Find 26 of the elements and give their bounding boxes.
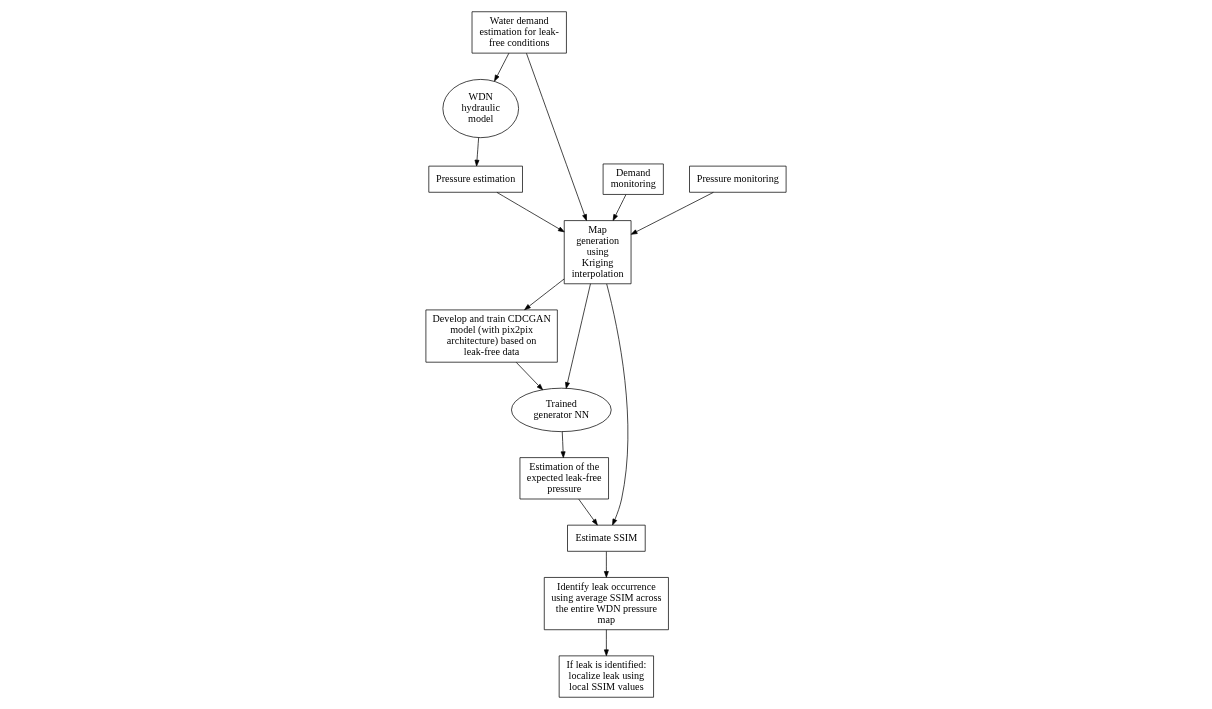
arrow: [526, 52, 587, 221]
arrow: [515, 361, 544, 391]
arrow: [494, 52, 510, 82]
arrow: [496, 192, 565, 233]
arrow: [578, 498, 598, 526]
arrow: [612, 194, 627, 221]
node-box: Estimation of the expected leak-free pressure: [519, 457, 609, 500]
node-box: Develop and train CDCGAN model (with pix2pix architecture) based on leak-free data: [425, 309, 558, 363]
node-box: Map generation using Kriging interpolation: [563, 220, 632, 285]
node-box: Water demand estimation for leak-free conditions: [471, 11, 567, 54]
arrow: [474, 137, 480, 167]
node-box: Pressure estimation: [428, 165, 523, 193]
arrow: [606, 283, 629, 526]
arrow: [630, 192, 714, 235]
arrow: [524, 278, 565, 311]
arrow: [560, 431, 566, 458]
node-ellipse: WDN hydraulic model: [442, 79, 519, 139]
arrow: [565, 283, 591, 389]
arrow: [603, 629, 609, 657]
node-box: Estimate SSIM: [567, 524, 646, 552]
node-box: Pressure monitoring: [689, 165, 787, 193]
node-box: Identify leak occurrence using average SSIM across the entire WDN pressure map: [543, 577, 669, 631]
node-box: Demand monitoring: [602, 163, 664, 195]
node-box: If leak is identified: localize leak using local SSIM values: [558, 655, 654, 698]
node-ellipse: Trained generator NN: [511, 387, 612, 432]
arrow: [603, 551, 609, 578]
